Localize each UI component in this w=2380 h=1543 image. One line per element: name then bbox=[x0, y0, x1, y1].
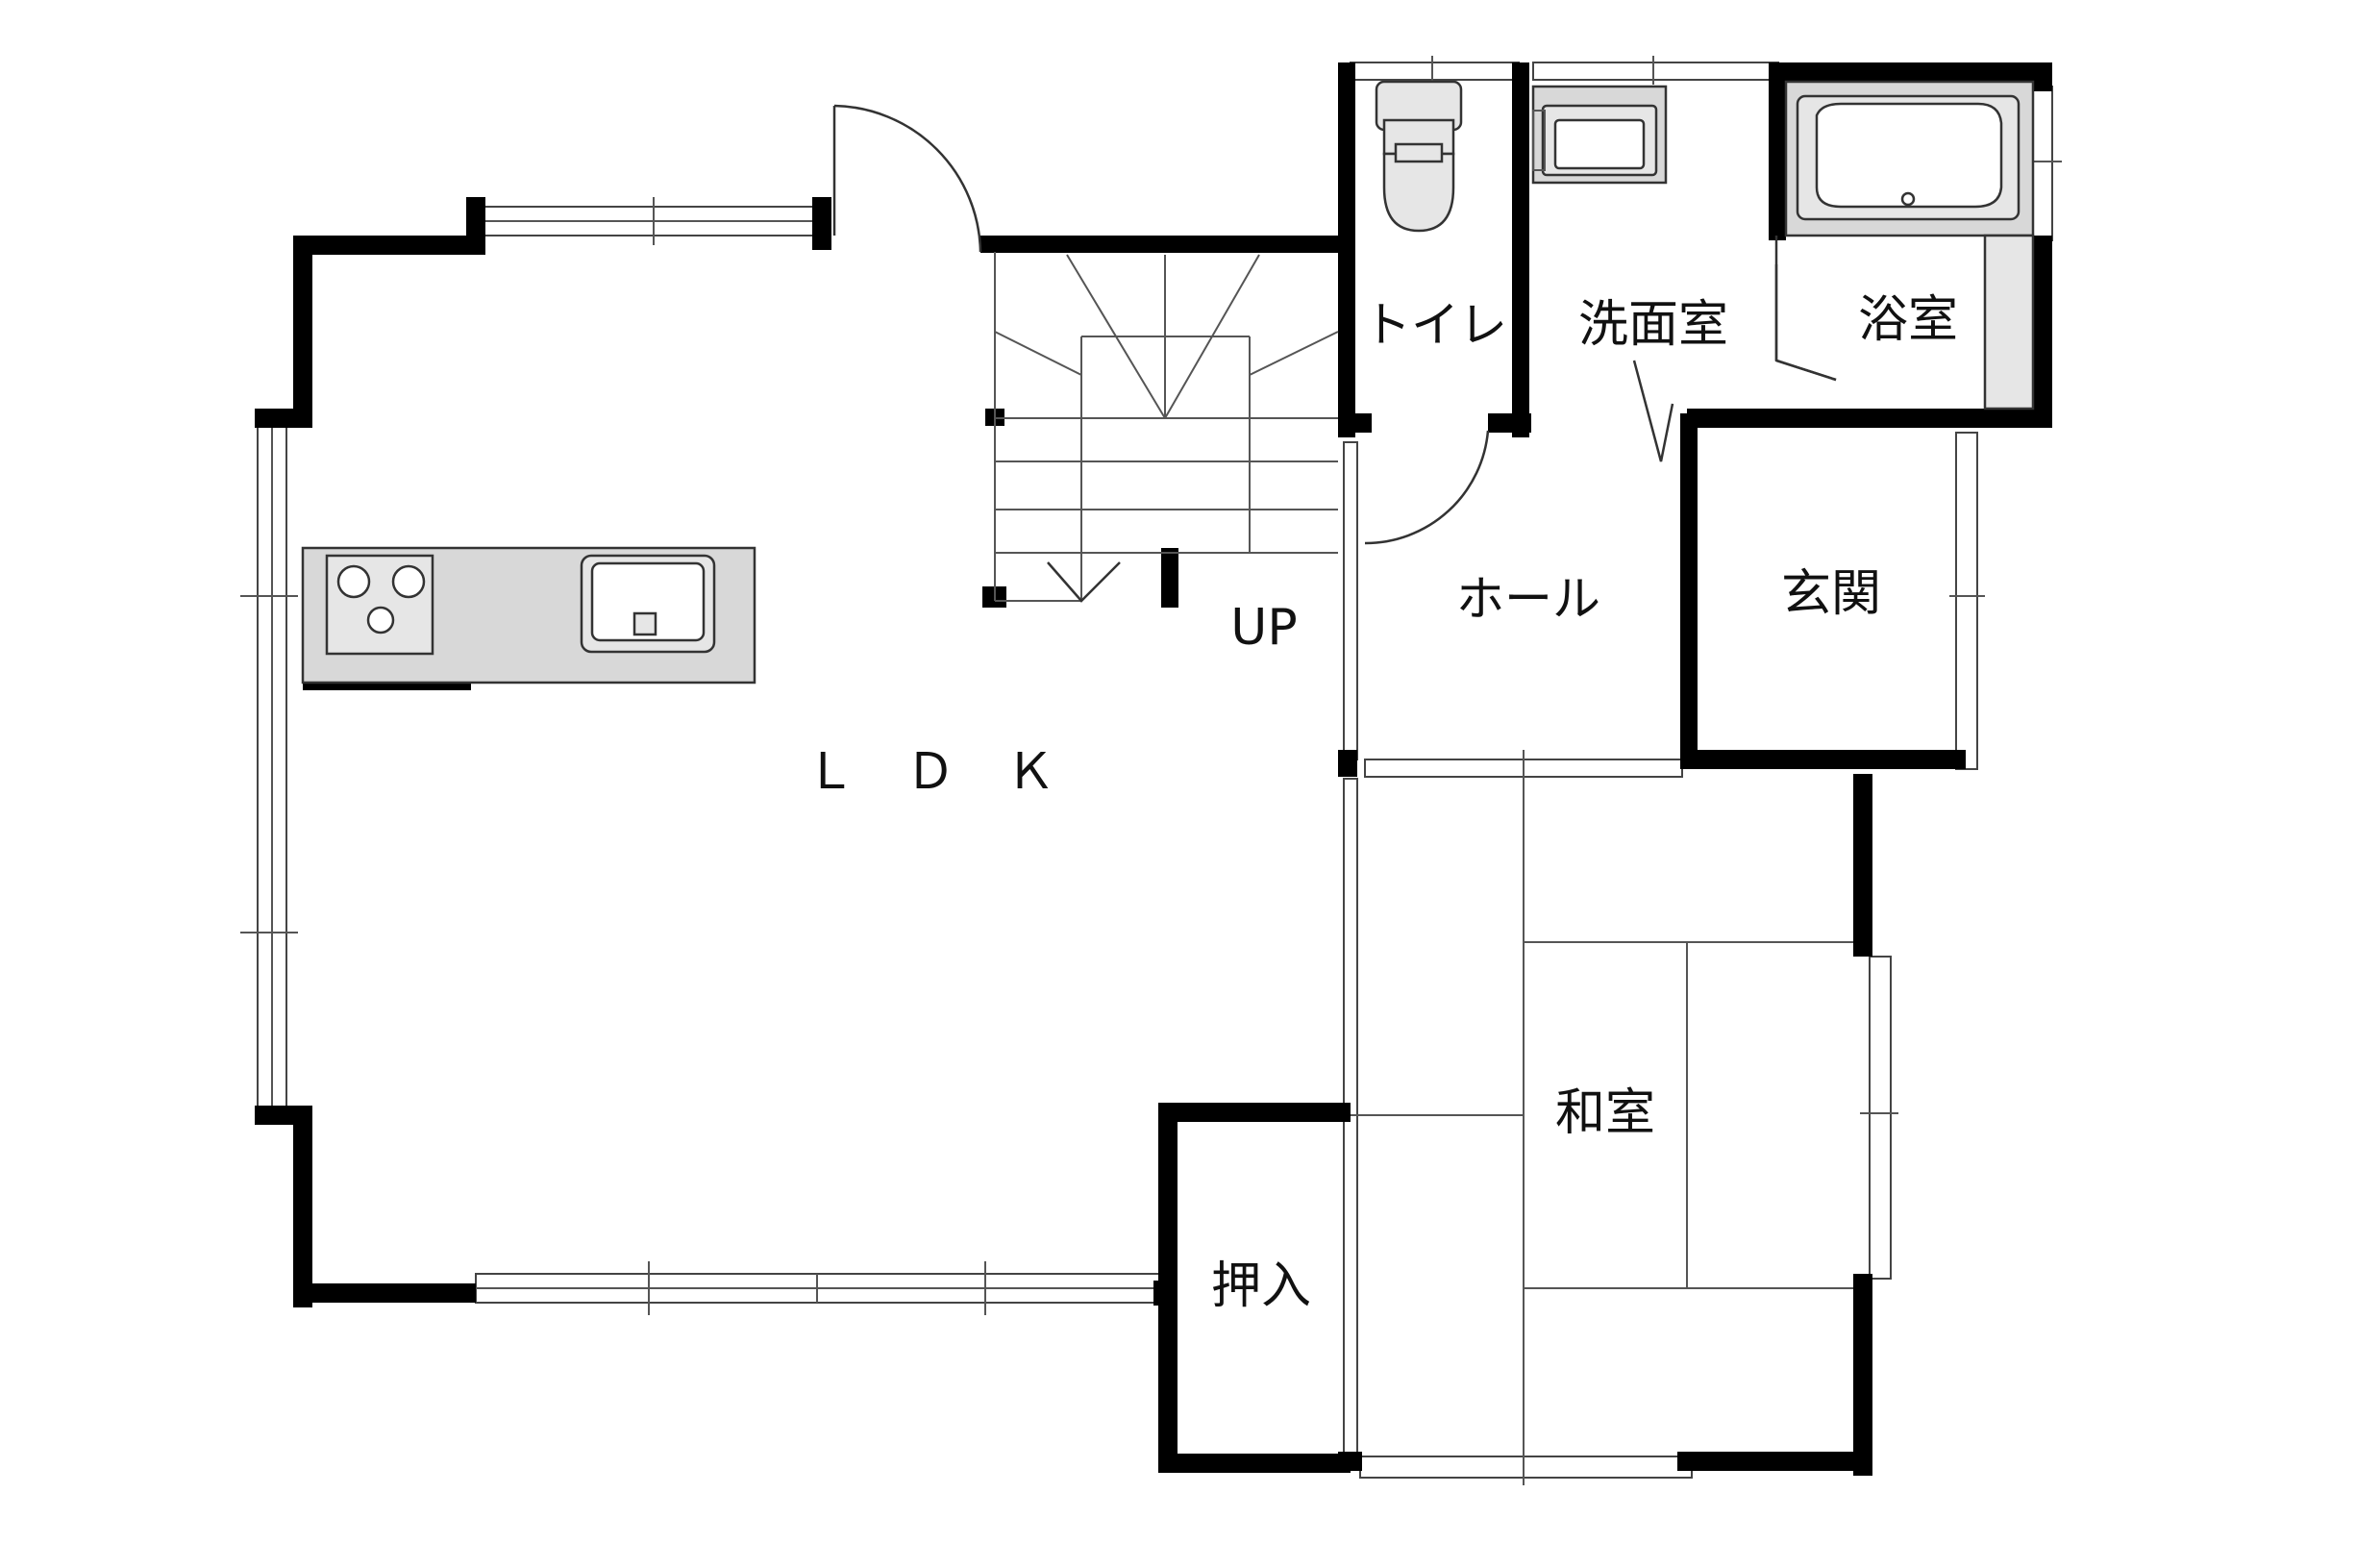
stairs bbox=[994, 252, 1339, 603]
kitchen-counter bbox=[301, 546, 756, 684]
room-label-entrance: 玄関 bbox=[1781, 565, 1881, 623]
windows bbox=[240, 56, 2062, 1485]
toilet-fixture bbox=[1375, 80, 1463, 233]
room-label-hall: ホール bbox=[1456, 571, 1600, 627]
doors bbox=[832, 104, 1837, 545]
toilet-bowl bbox=[1382, 152, 1455, 233]
window-washroom bbox=[1532, 62, 1779, 81]
washbasin bbox=[1531, 85, 1668, 185]
sliding-door-hall bbox=[1343, 441, 1358, 760]
bathtub bbox=[1784, 80, 2035, 411]
burner-icon bbox=[366, 606, 395, 635]
window-toilet bbox=[1350, 62, 1520, 81]
room-labels: Ｌ Ｄ Ｋ トイレ 洗面室 浴室 ホール 玄関 和室 押入 UP bbox=[806, 291, 1958, 1315]
window-entrance bbox=[1955, 432, 1978, 770]
room-label-washroom: 洗面室 bbox=[1578, 296, 1728, 354]
stairs-up-label: UP bbox=[1230, 599, 1297, 657]
door-ldk bbox=[832, 104, 982, 253]
tatami bbox=[1351, 777, 1853, 1452]
room-label-closet: 押入 bbox=[1211, 1257, 1311, 1315]
room-label-ldk: Ｌ Ｄ Ｋ bbox=[806, 743, 1055, 801]
burner-icon bbox=[391, 564, 426, 599]
walls bbox=[255, 62, 2052, 1476]
room-label-toilet: トイレ bbox=[1363, 297, 1507, 353]
room-label-bathroom: 浴室 bbox=[1858, 291, 1958, 349]
room-label-japanese-room: 和室 bbox=[1555, 1084, 1655, 1142]
window-japanese-bottom bbox=[1359, 1456, 1693, 1479]
door-toilet bbox=[1364, 430, 1490, 545]
window-japanese-room bbox=[1869, 956, 1892, 1280]
sliding-door-ldk-japanese bbox=[1343, 778, 1358, 1467]
burner-icon bbox=[336, 564, 371, 599]
window-bathroom bbox=[2032, 86, 2053, 241]
